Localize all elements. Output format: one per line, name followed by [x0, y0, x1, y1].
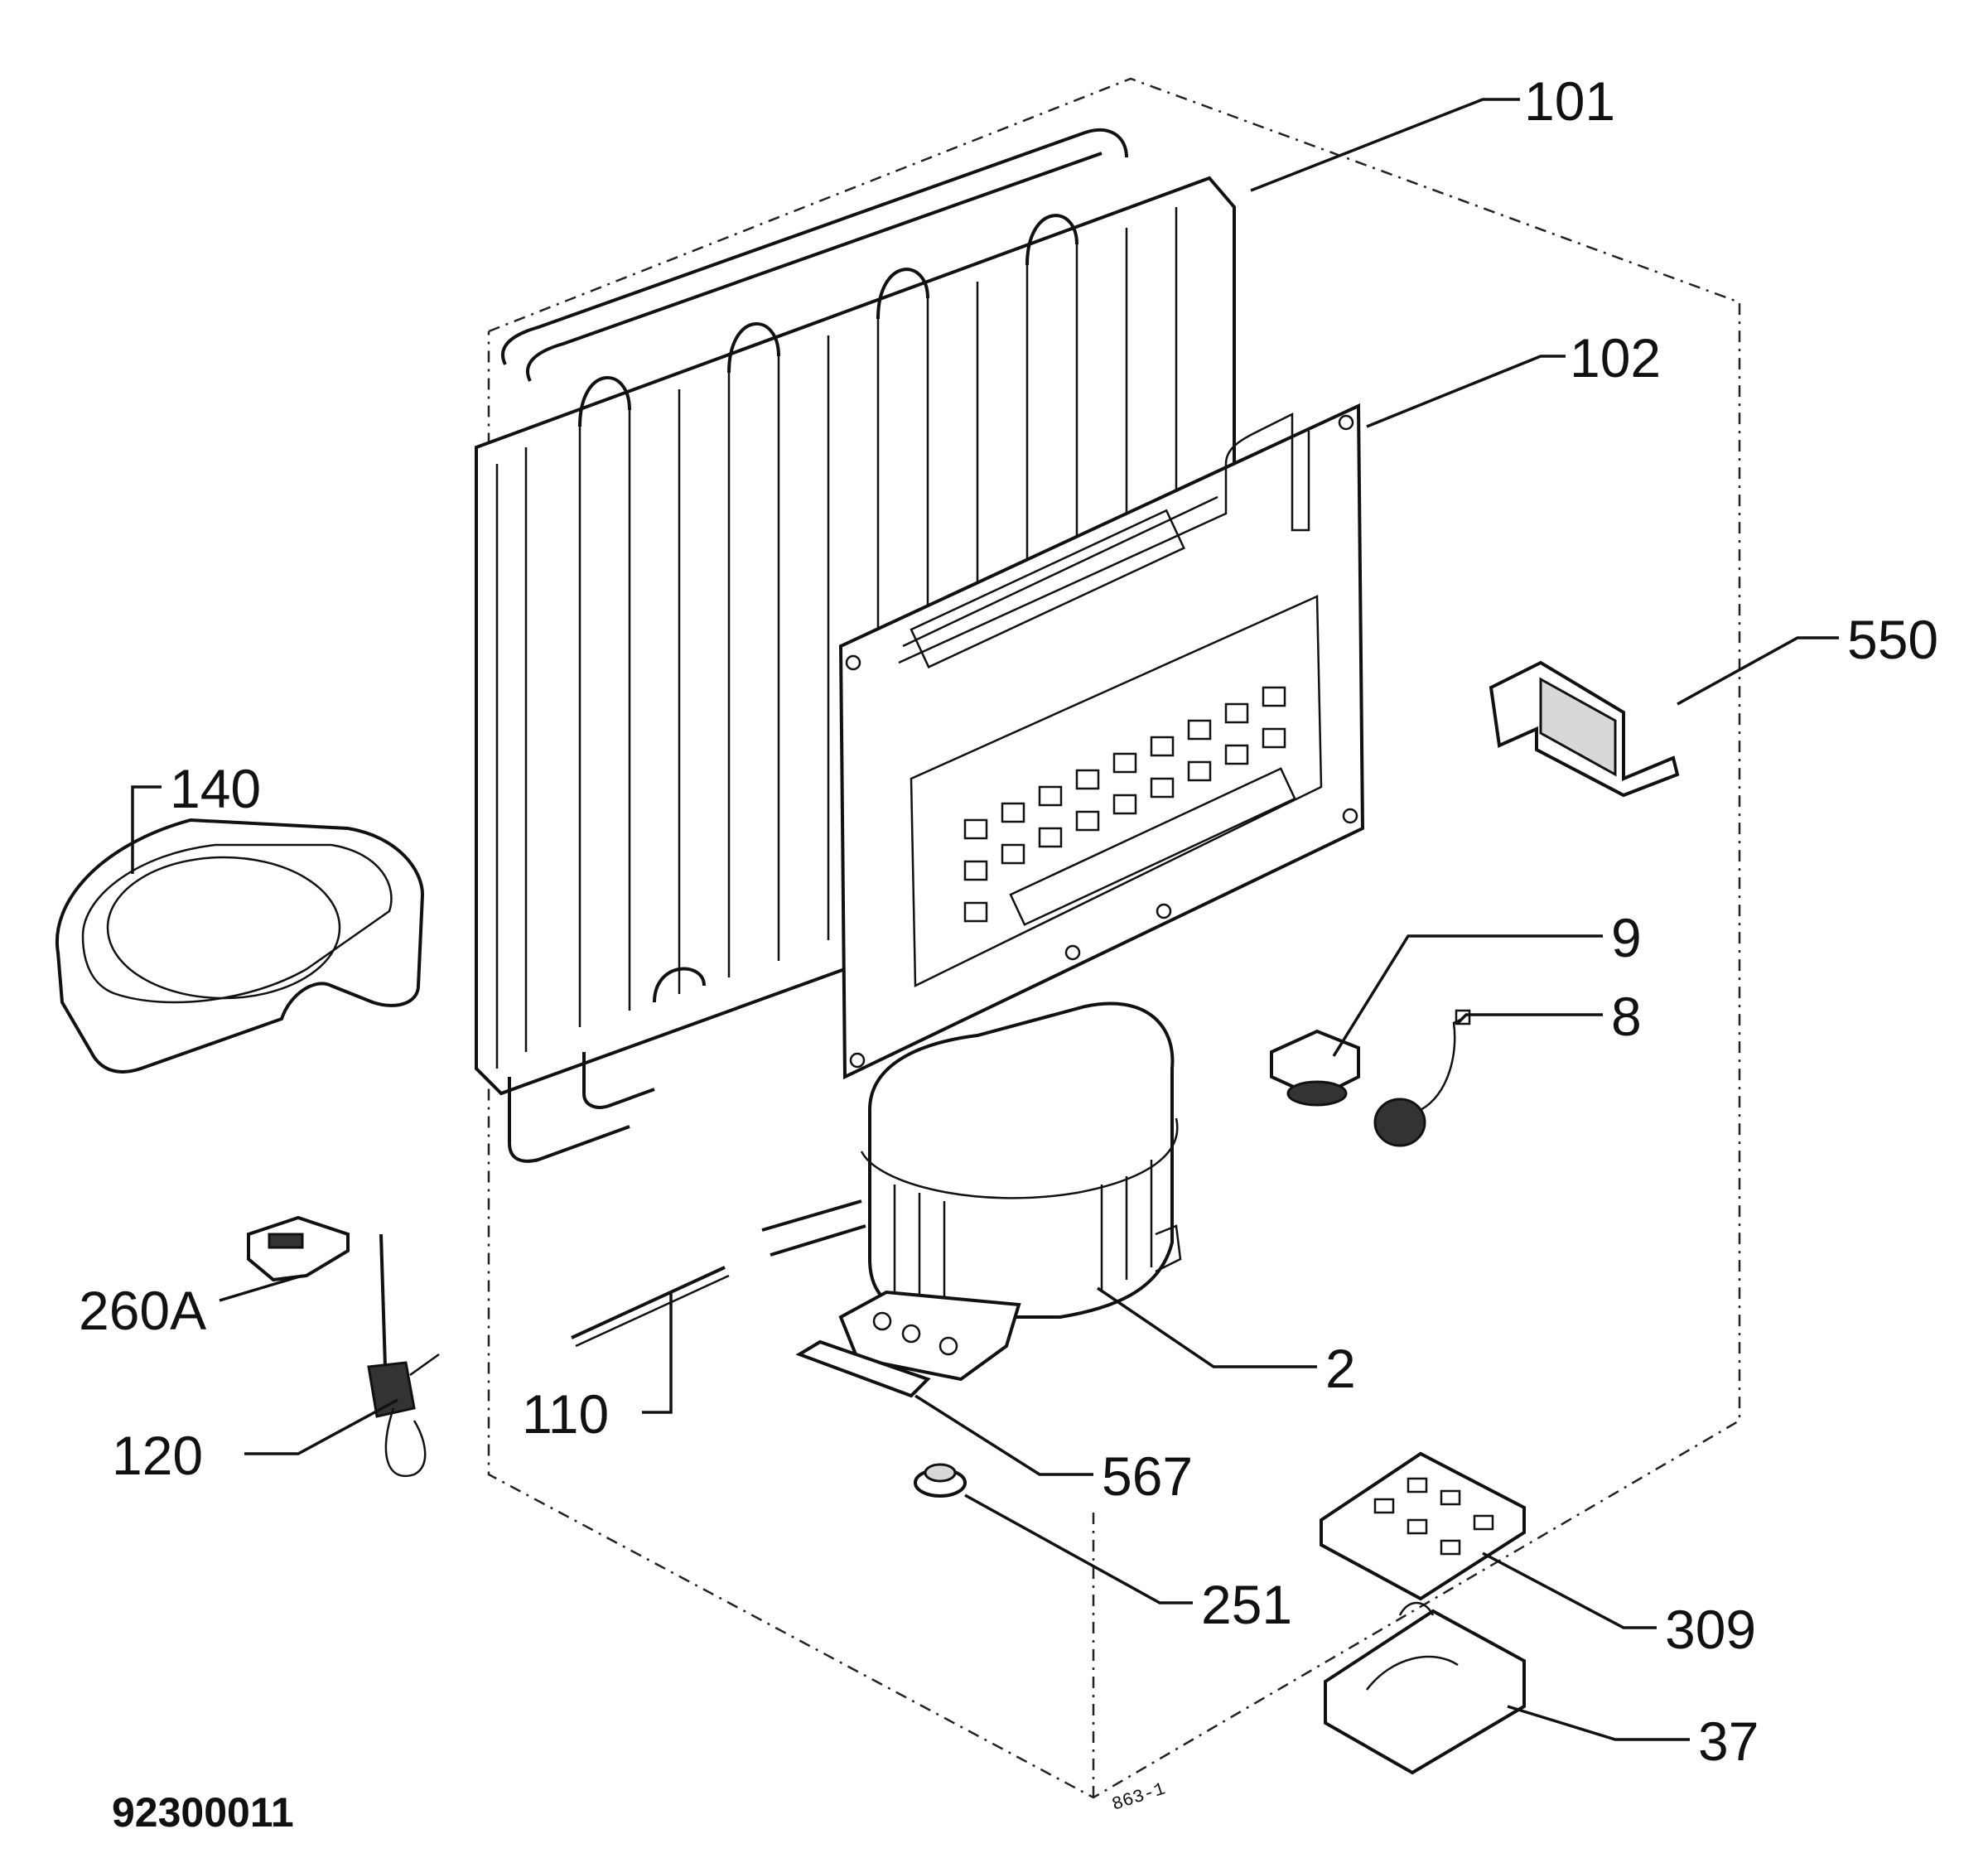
terminal-cover-part-37 — [1324, 1601, 1526, 1775]
callout-260a: 260A — [79, 1280, 206, 1341]
callout-251: 251 — [1201, 1574, 1292, 1635]
relay-part-9 — [1270, 1029, 1360, 1107]
sheet-mark: 863-1 — [1109, 1778, 1168, 1815]
callout-102: 102 — [1570, 327, 1661, 388]
protector-part-8 — [1373, 1009, 1471, 1147]
callout-110: 110 — [522, 1383, 609, 1445]
mounting-plate-part-567 — [795, 1339, 931, 1398]
callout-101: 101 — [1524, 70, 1615, 132]
callout-labels: 101 102 550 140 9 8 260A 2 110 120 567 2… — [79, 70, 1938, 1772]
callout-120: 120 — [112, 1425, 203, 1486]
callout-550: 550 — [1847, 609, 1938, 670]
terminal-board-part-309 — [1320, 1451, 1526, 1601]
drawing-number: 92300011 — [112, 1789, 294, 1836]
callout-8: 8 — [1611, 986, 1642, 1047]
leader-lines — [131, 98, 1839, 1741]
clip-part-260a — [247, 1215, 350, 1282]
callout-567: 567 — [1102, 1445, 1193, 1507]
bracket-part-550 — [1489, 660, 1680, 798]
thermostat-part-120 — [367, 1233, 440, 1477]
tube-part-110 — [571, 1266, 730, 1348]
grommet-part-251 — [914, 1463, 967, 1498]
callout-309: 309 — [1665, 1599, 1756, 1660]
callout-9: 9 — [1611, 907, 1642, 968]
cabinet-outline — [487, 77, 1741, 1799]
evaporator-plate-part-102 — [838, 403, 1365, 1080]
callout-2: 2 — [1325, 1338, 1356, 1399]
callout-37: 37 — [1698, 1711, 1759, 1772]
callout-140: 140 — [170, 758, 261, 819]
compressor-part-2 — [761, 1001, 1182, 1382]
drip-tray-part-140 — [55, 818, 425, 1074]
